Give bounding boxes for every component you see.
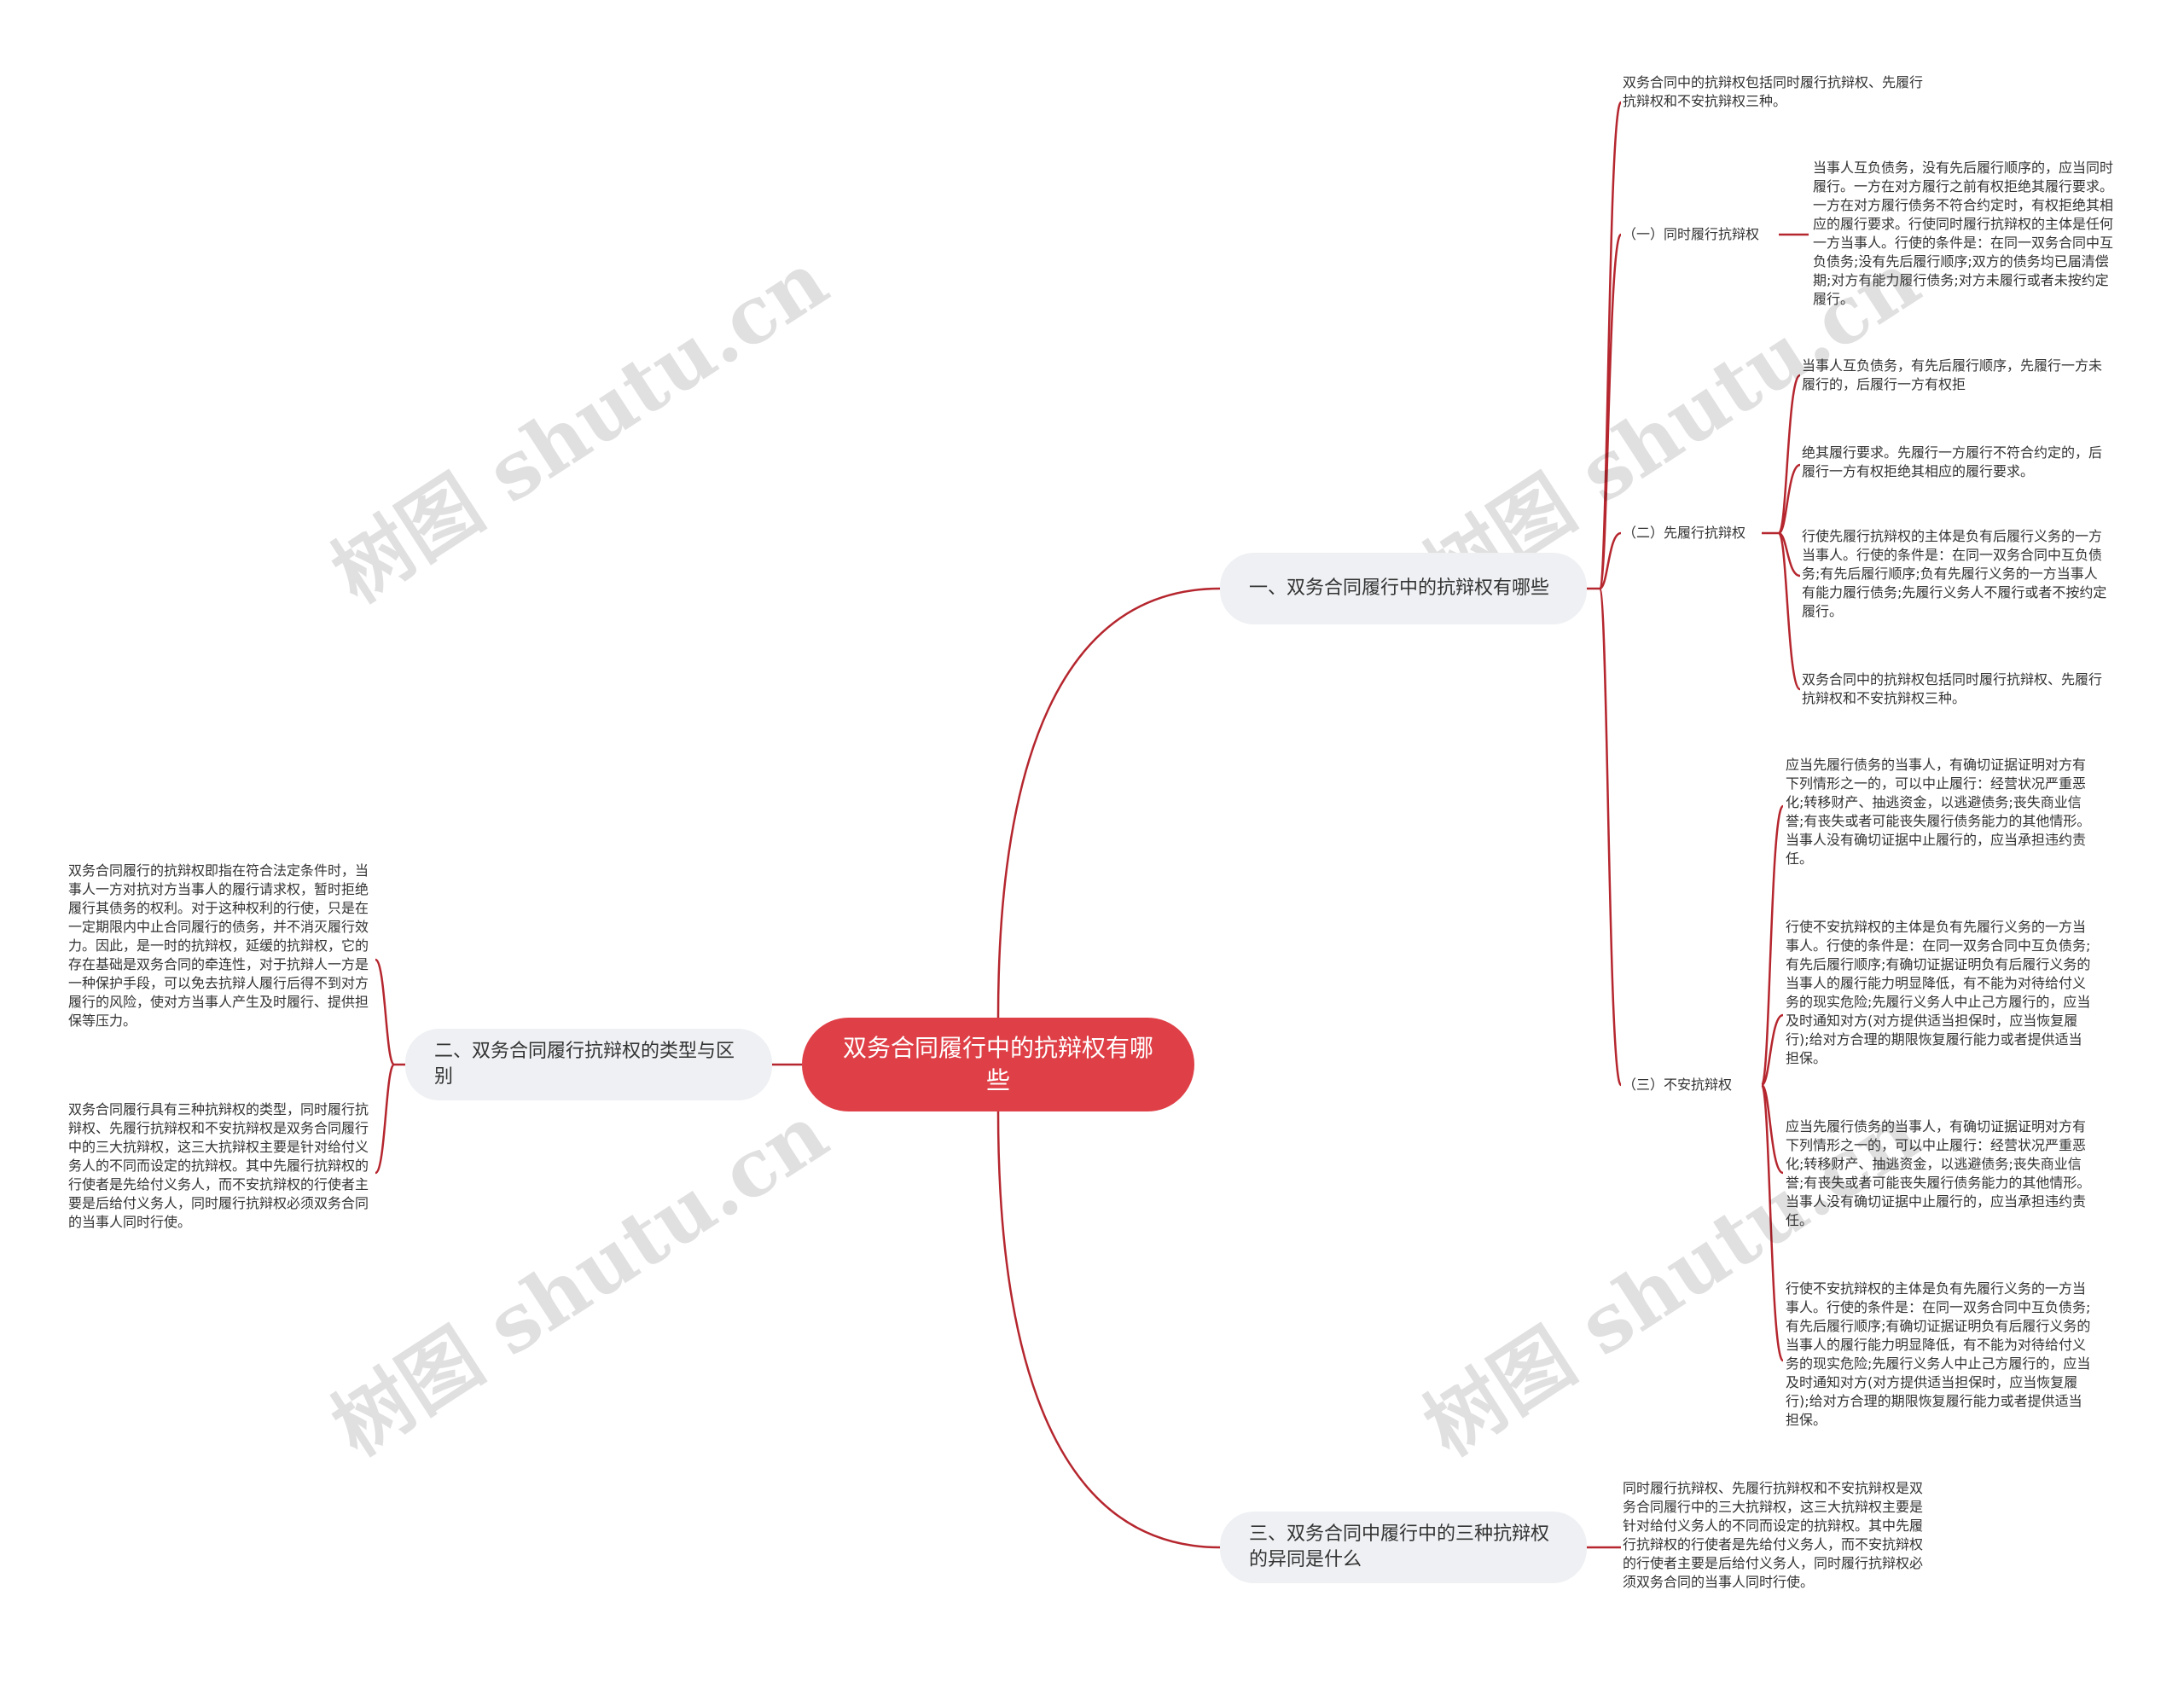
leaf-text: 双务合同中的抗辩权包括同时履行抗辩权、先履行抗辩权和不安抗辩权三种。 xyxy=(1623,74,1924,109)
leaf-text: 行使先履行抗辩权的主体是负有后履行义务的一方当事人。行使的条件是：在同一双务合同… xyxy=(1802,528,2107,619)
leaf-text: 当事人互负债务，有先后履行顺序，先履行一方未履行的，后履行一方有权拒 xyxy=(1802,357,2103,392)
leaf-text: 双务合同履行的抗辩权即指在符合法定条件时，当事人一方对抗对方当事人的履行请求权，… xyxy=(68,862,369,1029)
branch-label: 三、双务合同中履行中的三种抗辩权的异同是什么 xyxy=(1249,1523,1550,1570)
link-sub3-leaves xyxy=(1760,804,1785,1362)
link-root-b3 xyxy=(996,1111,1221,1549)
sub-topic-insecurity[interactable]: （三）不安抗辩权 xyxy=(1623,1077,1733,1093)
leaf-text: 当事人互负债务，没有先后履行顺序的，应当同时履行。一方在对方履行之前有权拒绝其履… xyxy=(1813,160,2114,307)
leaf-text: 行使不安抗辩权的主体是负有先履行义务的一方当事人。行使的条件是：在同一双务合同中… xyxy=(1786,919,2091,1066)
leaf-text: 双务合同履行具有三种抗辩权的类型，同时履行抗辩权、先履行抗辩权和不安抗辩权是双务… xyxy=(68,1101,369,1230)
link-sub2-leaves xyxy=(1762,374,1802,691)
link-b1-trunk xyxy=(1587,101,1623,1087)
leaf-text: 应当先履行债务的当事人，有确切证据证明对方有下列情形之一的，可以中止履行：经营状… xyxy=(1786,1118,2091,1228)
link-root-b1 xyxy=(996,587,1221,1019)
sub-topic-prior[interactable]: （二）先履行抗辩权 xyxy=(1623,525,1746,541)
branch-label: 一、双务合同履行中的抗辩权有哪些 xyxy=(1249,577,1550,599)
branch-node-1[interactable]: 一、双务合同履行中的抗辩权有哪些 xyxy=(1220,553,1587,624)
leaf-text: 行使不安抗辩权的主体是负有先履行义务的一方当事人。行使的条件是：在同一双务合同中… xyxy=(1786,1280,2091,1428)
branch-node-2[interactable]: 二、双务合同履行抗辩权的类型与区别 xyxy=(405,1029,772,1100)
leaf-text: 应当先履行债务的当事人，有确切证据证明对方有下列情形之一的，可以中止履行：经营状… xyxy=(1786,757,2091,867)
branch-label: 二、双务合同履行抗辩权的类型与区别 xyxy=(434,1041,735,1088)
link-b2-leaves xyxy=(374,958,405,1175)
leaf-text: 绝其履行要求。先履行一方履行不符合约定的，后履行一方有权拒绝其相应的履行要求。 xyxy=(1802,444,2103,479)
root-node[interactable]: 双务合同履行中的抗辩权有哪些 xyxy=(802,1018,1194,1111)
root-label: 双务合同履行中的抗辩权有哪些 xyxy=(842,1034,1153,1094)
branch-node-3[interactable]: 三、双务合同中履行中的三种抗辩权的异同是什么 xyxy=(1220,1512,1587,1583)
leaf-text: 双务合同中的抗辩权包括同时履行抗辩权、先履行抗辩权和不安抗辩权三种。 xyxy=(1802,671,2103,706)
leaf-text: 同时履行抗辩权、先履行抗辩权和不安抗辩权是双务合同履行中的三大抗辩权，这三大抗辩… xyxy=(1623,1480,1924,1590)
sub-topic-simultaneous[interactable]: （一）同时履行抗辩权 xyxy=(1623,226,1760,242)
